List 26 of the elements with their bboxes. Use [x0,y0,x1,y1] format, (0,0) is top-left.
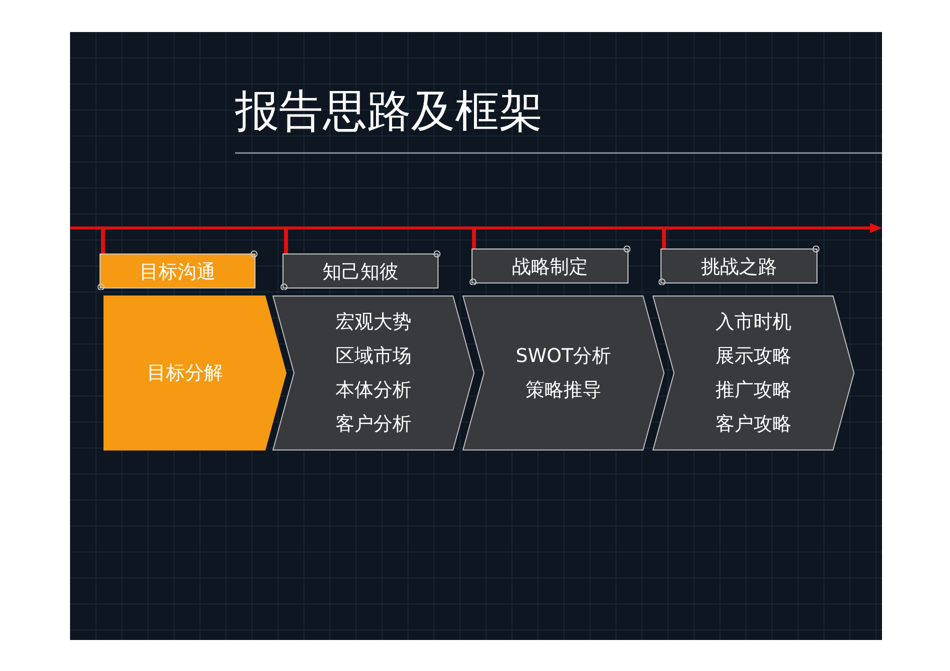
list-item: 区域市场 [336,344,412,369]
connector-line [662,230,666,249]
scroll-tab [658,245,820,285]
tab-label: 战略制定 [512,255,588,279]
tab-label: 挑战之路 [701,255,777,279]
list-item: 客户分析 [336,412,412,437]
tab-label: 知己知彼 [322,260,398,284]
list-item: SWOT分析 [516,344,612,369]
connector-line [472,230,476,249]
scroll-tab [97,250,258,290]
list-item: 宏观大势 [336,310,412,335]
list-item: 目标分解 [147,361,223,386]
title: 报告思路及框架 [235,85,543,139]
chevron-shape [103,295,287,451]
list-item: 入市时机 [716,310,792,335]
scroll-tab [469,245,631,285]
connector-line [284,230,288,254]
tab-label: 目标沟通 [140,260,216,284]
timeline-arrow [70,222,882,234]
scroll-tab [280,250,441,290]
list-item: 推广攻略 [716,378,792,403]
connector-line [101,230,105,254]
list-item: 本体分析 [336,378,412,403]
list-item: 客户攻略 [716,412,792,437]
list-item: 策略推导 [526,378,602,403]
list-item: 展示攻略 [716,344,792,369]
